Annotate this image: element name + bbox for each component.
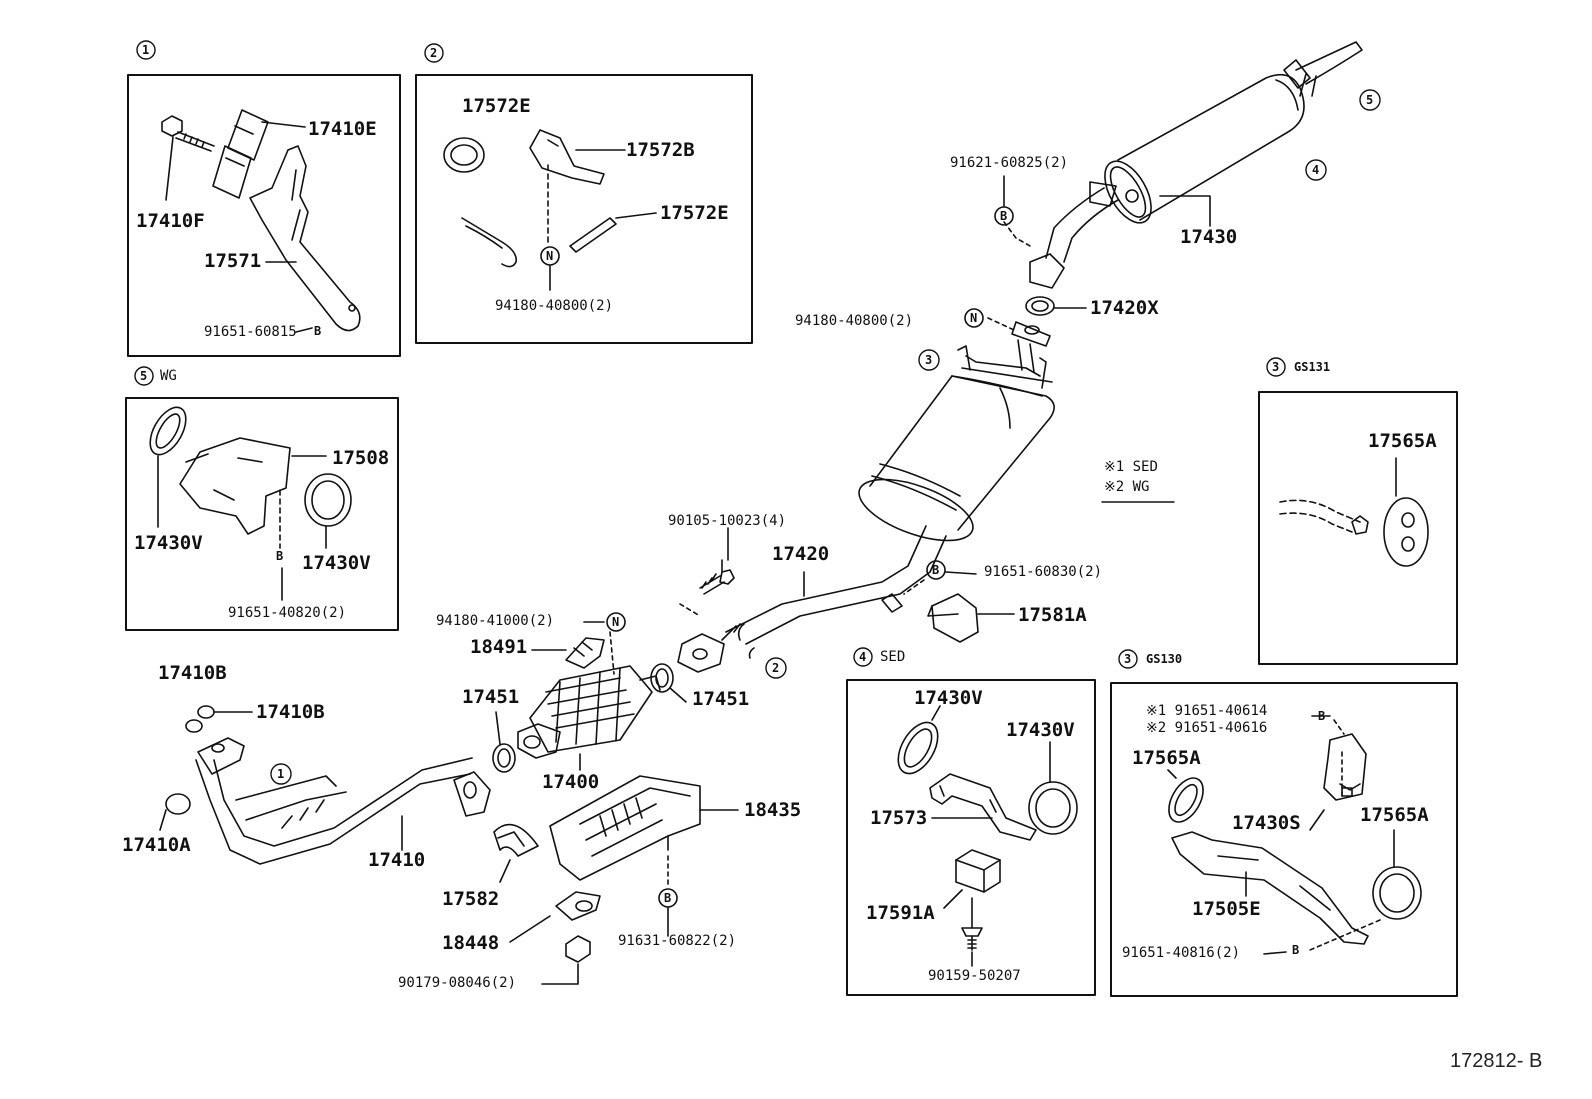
part-label-17410B: 17410B <box>256 701 325 723</box>
part-label-91651-40616: ※2 91651-40616 <box>1146 720 1268 736</box>
part-label-94180-40800: 94180-40800(2) <box>495 298 614 314</box>
section-tag: SED <box>880 649 906 665</box>
part-label-94180-41000: 94180-41000(2) <box>436 613 555 629</box>
diagram-reference-number: 172812- B <box>1450 1050 1543 1072</box>
part-label-17565A: 17565A <box>1132 747 1201 769</box>
part-label-17573: 17573 <box>870 807 928 829</box>
part-label-91651-60815: 91651-60815 <box>204 324 297 340</box>
section-number: 3 <box>1272 360 1280 374</box>
marker-b: B <box>1318 709 1326 723</box>
callout-number: 3 <box>925 353 933 367</box>
marker-b: B <box>932 563 940 577</box>
legend-line-1: ※1 SED <box>1104 459 1158 475</box>
marker-n: N <box>612 615 620 629</box>
section-circles <box>134 40 1381 785</box>
section-tag: WG <box>160 368 177 384</box>
part-label-90105-10023: 90105-10023(4) <box>668 513 787 529</box>
callout-number: 5 <box>1366 93 1374 107</box>
part-label-91651-40820: 91651-40820(2) <box>228 605 347 621</box>
marker-b: B <box>1292 943 1300 957</box>
catalytic-converter <box>492 612 687 773</box>
section-number: 3 <box>1124 652 1132 666</box>
heat-insulator <box>549 775 739 937</box>
section-number: 1 <box>142 43 150 57</box>
marker-b: B <box>276 549 284 563</box>
part-label-90159-50207: 90159-50207 <box>928 968 1021 984</box>
part-label-17572E: 17572E <box>462 95 531 117</box>
box1-parts <box>161 109 361 333</box>
part-label-17430: 17430 <box>1180 226 1238 248</box>
callout-number: 2 <box>772 661 780 675</box>
part-label-91621-60825: 91621-60825(2) <box>950 155 1069 171</box>
front-exhaust-pipe <box>159 705 491 865</box>
legend-line-2: ※2 WG <box>1104 479 1150 495</box>
part-label-17451: 17451 <box>462 686 520 708</box>
part-label-17420: 17420 <box>772 543 830 565</box>
part-label-18491: 18491 <box>470 636 528 658</box>
part-label-18435: 18435 <box>744 799 802 821</box>
bolts-and-hangers <box>679 527 1015 643</box>
callout-number: 4 <box>1312 163 1320 177</box>
part-label-17582: 17582 <box>442 888 500 910</box>
inset-box-1 <box>127 74 401 357</box>
part-label-17508: 17508 <box>332 447 390 469</box>
part-label-17430V: 17430V <box>1006 719 1075 741</box>
inset-box-3-gs131 <box>1258 391 1458 665</box>
part-label-91631-60822: 91631-60822(2) <box>618 933 737 949</box>
inset-box-5-wg <box>125 397 399 631</box>
part-label-91651-40816: 91651-40816(2) <box>1122 945 1241 961</box>
box4-sed-parts <box>897 705 1078 967</box>
tail-pipe-muffler <box>964 41 1363 347</box>
part-label-17410F: 17410F <box>136 210 205 232</box>
part-label-17410E: 17410E <box>308 118 377 140</box>
part-label-17565A: 17565A <box>1360 804 1429 826</box>
callout-number: 1 <box>277 767 285 781</box>
marker-b: B <box>1000 209 1008 223</box>
part-label-17410A: 17410A <box>122 834 191 856</box>
marker-n: N <box>546 249 554 263</box>
part-label-17430S: 17430S <box>1232 812 1301 834</box>
box5-parts <box>149 406 352 601</box>
part-label-91651-60830: 91651-60830(2) <box>984 564 1103 580</box>
part-label-17572E: 17572E <box>660 202 729 224</box>
section-number: 5 <box>140 369 148 383</box>
section-tag: GS131 <box>1294 360 1331 374</box>
section-number: 2 <box>430 46 438 60</box>
part-label-91651-40614: ※1 91651-40614 <box>1146 703 1268 719</box>
part-label-17572B: 17572B <box>626 139 695 161</box>
inset-box-2 <box>415 74 753 344</box>
sensor-and-nut <box>509 891 601 985</box>
center-muffler <box>677 339 1055 673</box>
inset-box-3-gs130 <box>1110 682 1458 997</box>
part-label-17430V: 17430V <box>914 687 983 709</box>
box3-gs130-parts <box>1167 715 1422 955</box>
part-label-17565A: 17565A <box>1368 430 1437 452</box>
part-label-17581A: 17581A <box>1018 604 1087 626</box>
marker-n: N <box>970 311 978 325</box>
part-label-17451: 17451 <box>692 688 750 710</box>
part-label-17430V: 17430V <box>302 552 371 574</box>
part-label-17591A: 17591A <box>866 902 935 924</box>
section-number: 4 <box>859 650 867 664</box>
section-tag: GS130 <box>1146 652 1183 666</box>
part-label-90179-08046: 90179-08046(2) <box>398 975 517 991</box>
heat-shield-17582 <box>493 823 539 883</box>
part-label-17400: 17400 <box>542 771 600 793</box>
part-label-17410B: 17410B <box>158 662 227 684</box>
part-label-17420X: 17420X <box>1090 297 1159 319</box>
box2-parts <box>443 129 657 291</box>
part-label-17505E: 17505E <box>1192 898 1261 920</box>
part-label-17410: 17410 <box>368 849 426 871</box>
inset-box-4-sed <box>846 679 1096 996</box>
part-label-17571: 17571 <box>204 250 262 272</box>
part-label-94180-40800: 94180-40800(2) <box>795 313 914 329</box>
part-label-17430V: 17430V <box>134 532 203 554</box>
box3-gs131-parts <box>1279 457 1429 567</box>
part-label-18448: 18448 <box>442 932 500 954</box>
marker-b: B <box>314 324 322 338</box>
marker-b: B <box>664 891 672 905</box>
